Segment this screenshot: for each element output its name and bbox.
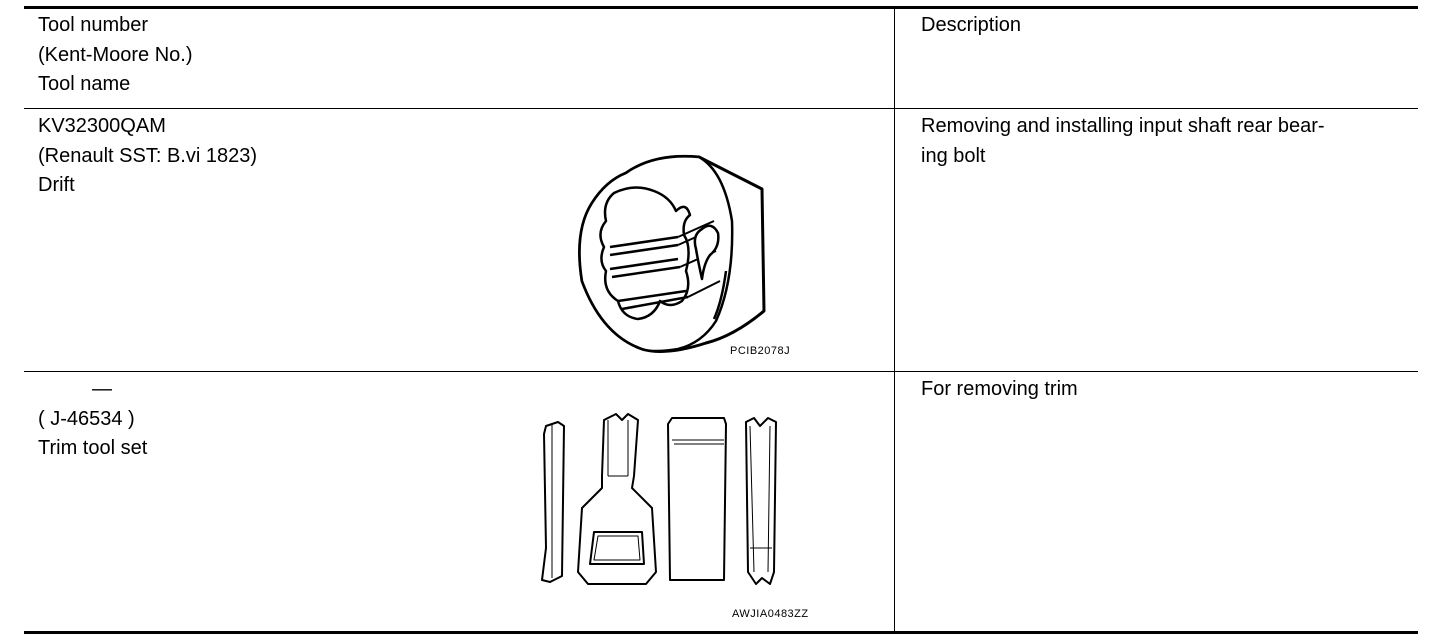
row1-tool-cell: KV32300QAM (Renault SST: B.vi 1823) Drif…	[38, 112, 257, 201]
row-divider	[24, 371, 1418, 372]
header-tool-number: Tool number	[38, 14, 149, 36]
header-tool-cell: Tool number (Kent-Moore No.) Tool name	[38, 11, 193, 100]
row1-description-line-2: ing bolt	[921, 144, 986, 167]
row1-figure-code: PCIB2078J	[730, 345, 791, 357]
row2-tool-name: Trim tool set	[38, 437, 148, 459]
row2-description-line-1: For removing trim	[921, 378, 1078, 400]
table-top-border	[24, 6, 1418, 9]
trim-tool-set-illustration	[541, 413, 777, 585]
header-kent-moore: (Kent-Moore No.)	[38, 43, 193, 66]
row1-kent-moore: (Renault SST: B.vi 1823)	[38, 144, 257, 167]
tool-table: Tool number (Kent-Moore No.) Tool name D…	[24, 6, 1418, 634]
header-description: Description	[921, 14, 1022, 36]
row2-description-cell: For removing trim	[921, 375, 1401, 405]
header-tool-name: Tool name	[38, 73, 131, 95]
row2-tool-number: —	[92, 378, 112, 400]
row1-tool-name: Drift	[38, 174, 75, 196]
drift-tool-illustration	[578, 154, 766, 353]
row2-tool-cell: — ( J-46534 ) Trim tool set	[38, 375, 147, 464]
row2-figure-code: AWJIA0483ZZ	[732, 608, 809, 620]
header-description-cell: Description	[921, 11, 1401, 41]
row1-description-cell: Removing and installing input shaft rear…	[921, 112, 1401, 171]
row2-kent-moore: ( J-46534 )	[38, 407, 135, 430]
table-bottom-border	[24, 631, 1418, 634]
row1-description-line-1: Removing and installing input shaft rear…	[921, 115, 1325, 137]
row1-tool-number: KV32300QAM	[38, 115, 166, 137]
column-divider	[894, 6, 895, 634]
header-divider	[24, 108, 1418, 109]
